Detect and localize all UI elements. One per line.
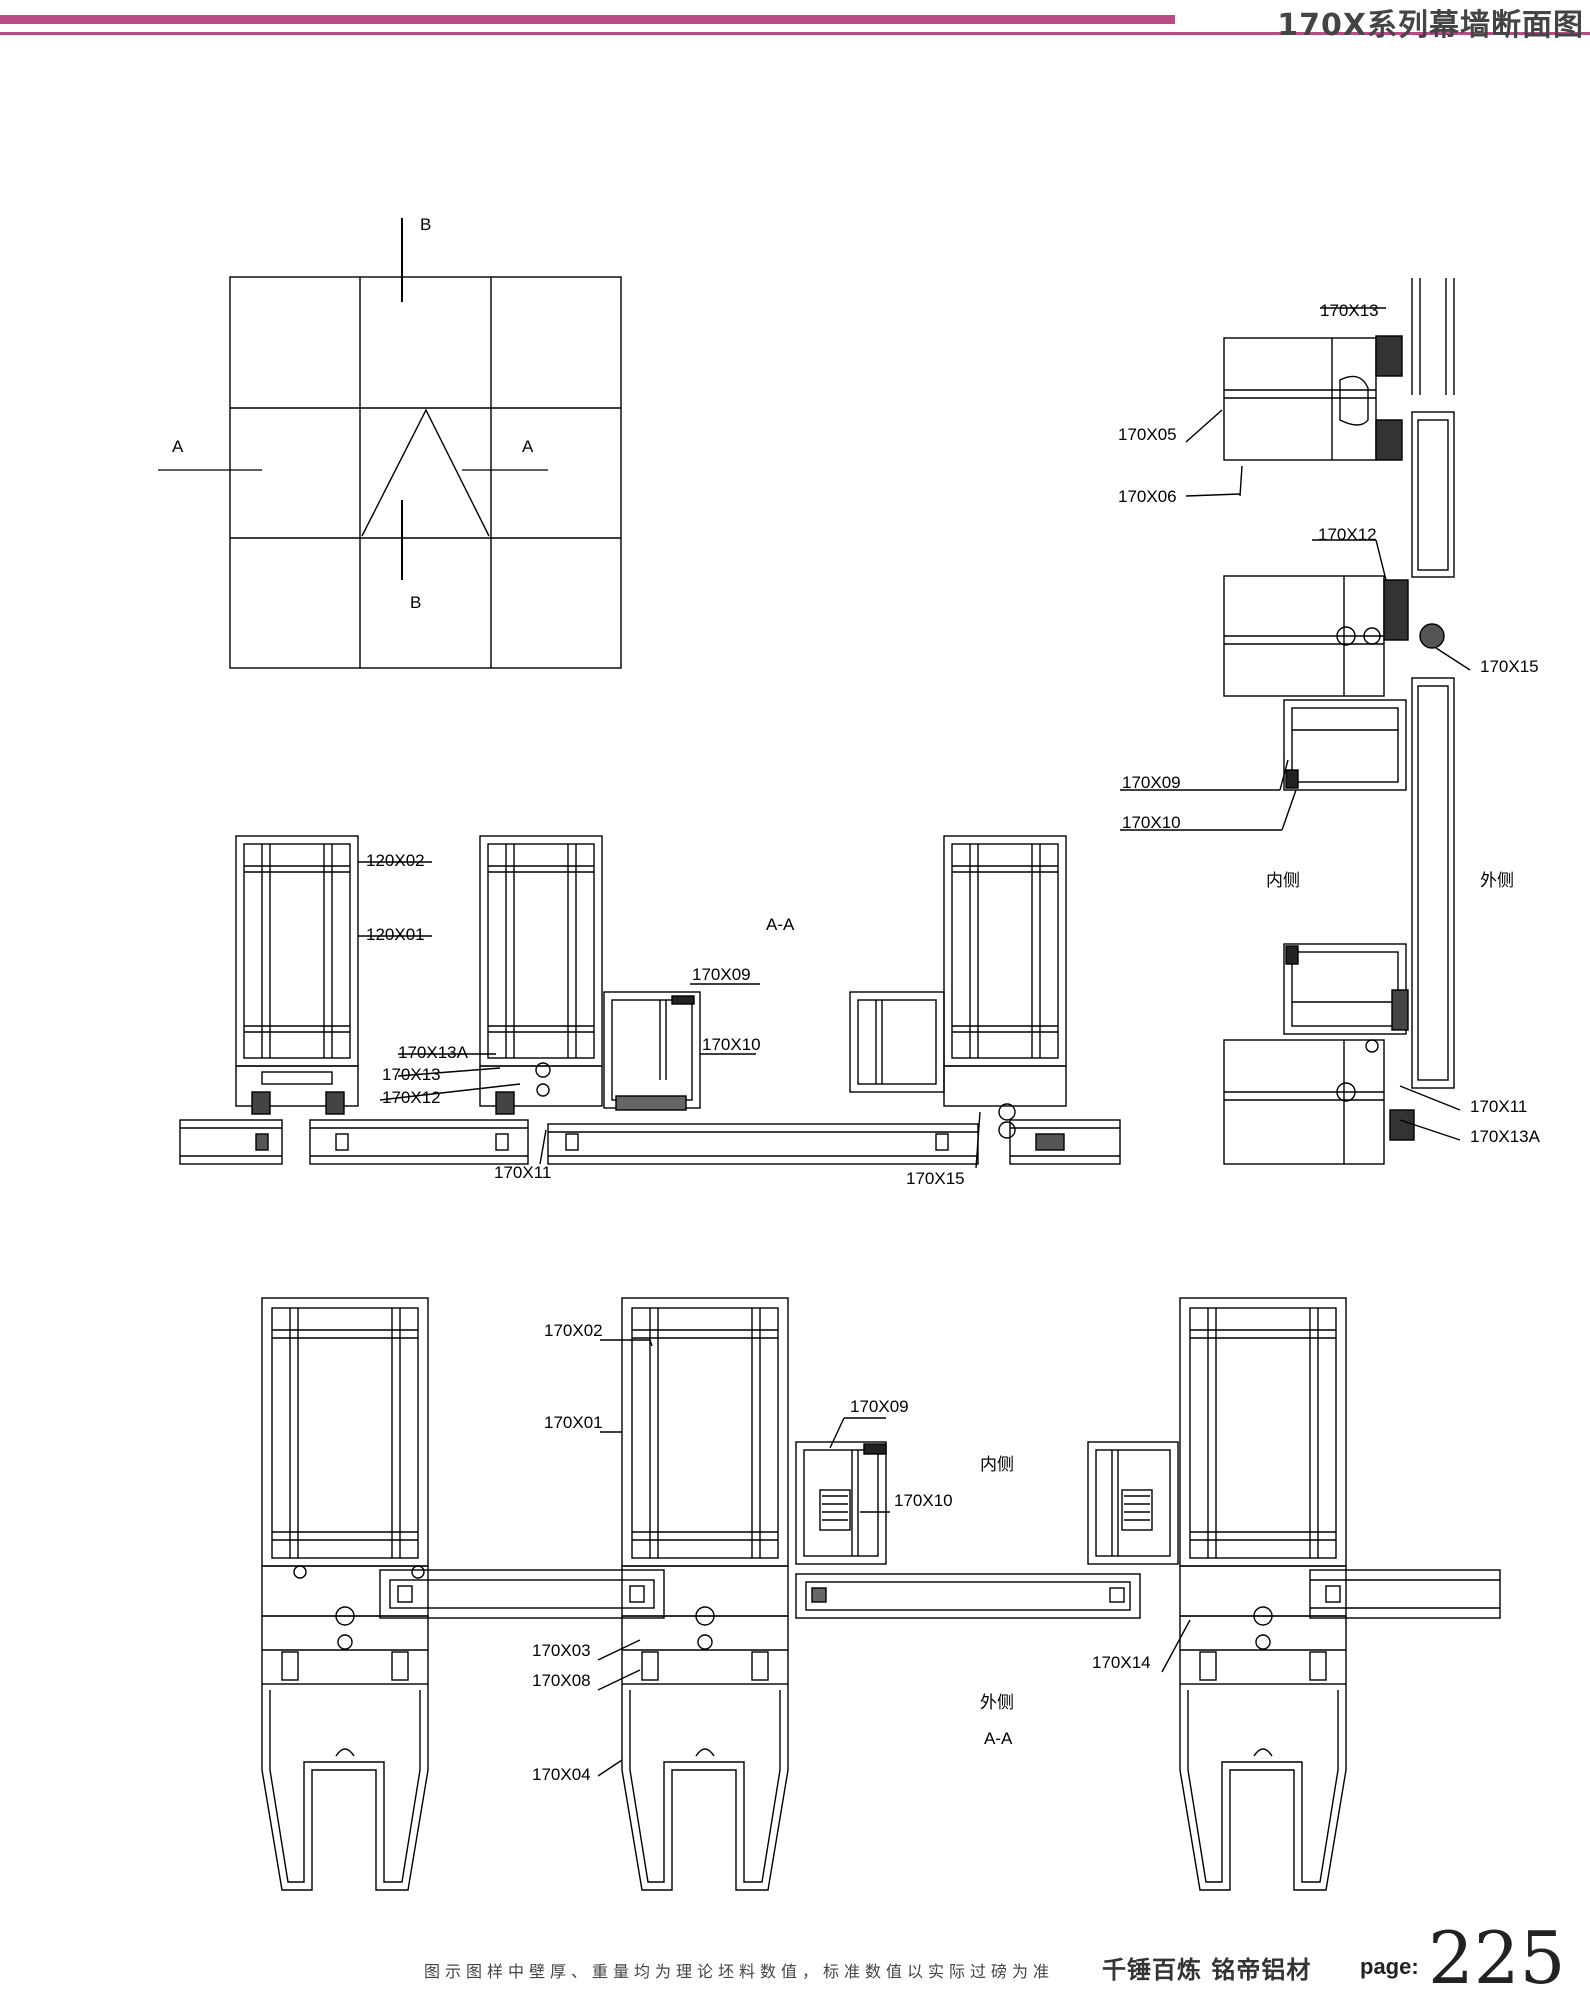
part-label: 170X10	[702, 1035, 761, 1054]
label-b-bottom: B	[410, 593, 421, 612]
inside-label: 内侧	[980, 1455, 1014, 1474]
part-label: 170X12	[1318, 525, 1377, 544]
part-label: 120X02	[366, 851, 425, 870]
section-aa-bottom-labels: 170X02 170X01 170X09 170X10 170X03 170X0…	[532, 1321, 1151, 1784]
header-accent-bar	[0, 15, 1175, 24]
label-b-top: B	[420, 215, 431, 234]
section-bb-labels: 170X13 170X05 170X06 170X12 170X15 170X0…	[1118, 301, 1541, 1146]
part-label: 170X09	[692, 965, 751, 984]
section-aa-top-title: A-A	[766, 915, 795, 934]
label-a-right: A	[522, 437, 534, 456]
outside-label: 外侧	[980, 1693, 1014, 1712]
part-label: 170X02	[544, 1321, 603, 1340]
footer-brand: 千锤百炼 铭帝铝材	[1102, 1956, 1312, 1984]
inside-label: 内侧	[1266, 871, 1300, 890]
part-label: 170X06	[1118, 487, 1177, 506]
part-label: 170X11	[494, 1163, 551, 1182]
part-label: 170X04	[532, 1765, 591, 1784]
part-label: 170X11	[1470, 1097, 1527, 1116]
part-label: 170X09	[850, 1397, 909, 1416]
part-label: 170X14	[1092, 1653, 1151, 1672]
part-label: 170X13A	[1470, 1127, 1541, 1146]
elevation-labels: B B A A	[172, 215, 534, 612]
part-label: 170X12	[382, 1088, 441, 1107]
part-label: 170X15	[906, 1169, 965, 1188]
part-label: 170X13	[382, 1065, 441, 1084]
section-bb	[1120, 278, 1471, 1165]
part-label: 170X10	[894, 1491, 953, 1510]
part-label: 170X10	[1122, 813, 1181, 832]
header-rule	[0, 32, 1590, 35]
part-label: 120X01	[366, 925, 425, 944]
page-number: 225	[1428, 1916, 1566, 2000]
section-aa-top-labels: A-A 120X02 120X01 170X13A 170X13 170X12 …	[366, 851, 965, 1188]
outside-label: 外侧	[1480, 871, 1514, 890]
part-label: 170X13	[1320, 301, 1379, 320]
section-aa-bottom-title: A-A	[984, 1729, 1013, 1748]
footer-note: 图示图样中壁厚、重量均为理论坯料数值，标准数值以实际过磅为准	[424, 1962, 1055, 1981]
part-label: 170X01	[544, 1413, 603, 1432]
part-label: 170X03	[532, 1641, 591, 1660]
label-a-left: A	[172, 437, 184, 456]
part-label: 170X05	[1118, 425, 1177, 444]
elevation-grid	[158, 218, 622, 669]
section-aa-bottom	[261, 1297, 1501, 1891]
page-label: page:	[1360, 1954, 1419, 1979]
page-title: 170X系列幕墙断面图	[1277, 8, 1584, 43]
part-label: 170X13A	[398, 1043, 469, 1062]
part-label: 170X15	[1480, 657, 1539, 676]
part-label: 170X08	[532, 1671, 591, 1690]
section-aa-top	[179, 835, 1121, 1169]
part-label: 170X09	[1122, 773, 1181, 792]
